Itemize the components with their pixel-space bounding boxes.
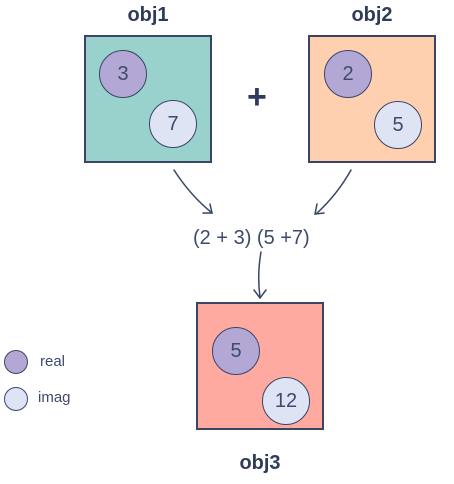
arrowhead-obj3 [253,289,267,300]
legend-imag-swatch [4,387,28,411]
arrow-obj2-to-expression [315,169,352,215]
arrowhead-obj2 [314,203,325,215]
obj2-box: 2 5 [308,35,436,163]
plus-operator: + [247,78,267,116]
obj2-real-circle: 2 [324,50,372,98]
arrowhead-obj1 [202,203,213,214]
obj1-imag-circle: 7 [149,100,197,148]
sum-expression: (2 + 3) (5 +7) [193,227,310,249]
obj3-box: 5 12 [196,302,324,430]
legend-real-swatch [4,350,28,374]
obj2-imag-circle: 5 [374,101,422,149]
obj3-title: obj3 [239,452,281,474]
obj1-real-circle: 3 [99,50,147,98]
obj1-box: 3 7 [84,35,212,163]
obj3-imag-circle: 12 [262,377,310,425]
arrow-expression-to-obj3 [257,251,262,298]
arrow-obj1-to-expression [173,169,213,214]
obj3-real-circle: 5 [212,327,260,375]
obj1-title: obj1 [127,4,169,26]
legend-imag-label: imag [38,389,71,406]
obj2-title: obj2 [351,4,393,26]
legend-real-label: real [40,353,66,370]
